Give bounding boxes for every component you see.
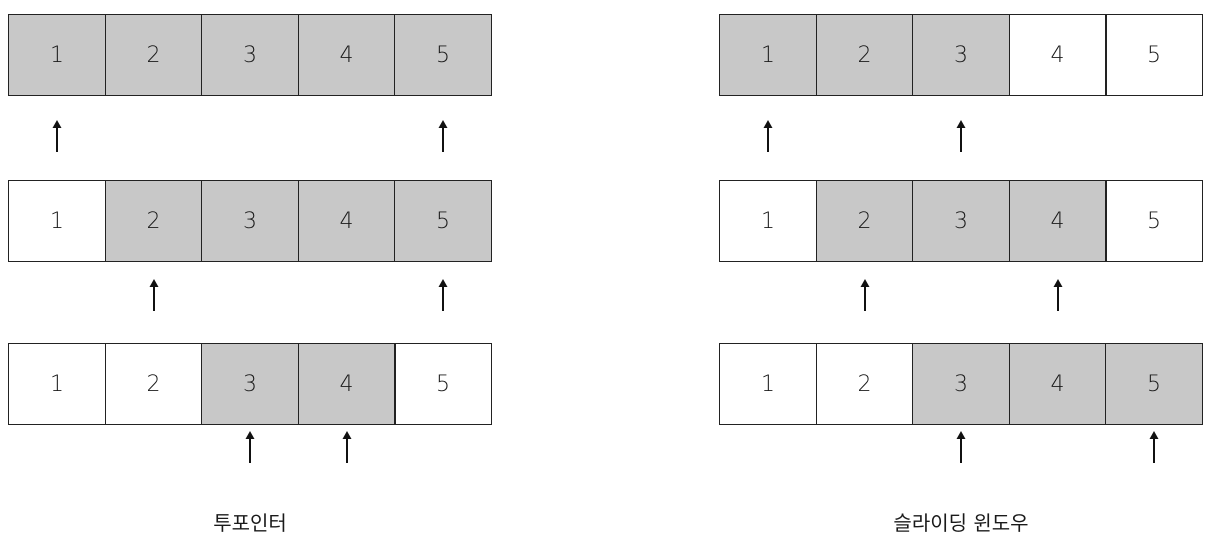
pointer-arrow-icon: [245, 431, 255, 463]
pointer-arrow-icon: [342, 431, 351, 463]
array-cell-active: 3: [201, 343, 299, 425]
array-cell-active: 4: [297, 343, 396, 425]
array-cell-active: 4: [297, 180, 396, 262]
array-cell-active: 5: [394, 180, 492, 262]
pointer-arrow-icon: [438, 279, 448, 311]
array-cell: 2: [104, 343, 203, 425]
pointer-arrow-icon: [1149, 431, 1159, 463]
array-cell-active: 1: [719, 14, 817, 96]
panel-caption: 투포인터: [213, 511, 287, 535]
array-cell-active: 2: [104, 14, 203, 96]
panel-caption: 슬라이딩 윈도우: [893, 511, 1029, 535]
array-cell: 5: [394, 343, 492, 425]
array-cell-active: 4: [1008, 343, 1107, 425]
pointer-arrow-icon: [438, 120, 448, 152]
array-cell-active: 4: [297, 14, 396, 96]
array-cell-active: 3: [912, 14, 1010, 96]
array-cell-active: 5: [394, 14, 492, 96]
array-cell-active: 3: [912, 343, 1010, 425]
array-cell-active: 2: [104, 180, 203, 262]
array-cell-active: 3: [201, 14, 299, 96]
array-cell: 1: [8, 343, 106, 425]
array-cell-active: 1: [8, 14, 106, 96]
array-cell: 5: [1105, 14, 1203, 96]
array-cell-active: 3: [912, 180, 1010, 262]
pointer-arrow-icon: [860, 279, 869, 311]
array-cell: 1: [719, 180, 817, 262]
array-cell-active: 4: [1008, 180, 1107, 262]
array-cell: 5: [1105, 180, 1203, 262]
pointer-arrow-icon: [1053, 279, 1062, 311]
array-cell-active: 3: [201, 180, 299, 262]
array-cell: 2: [815, 343, 914, 425]
pointer-arrow-icon: [763, 120, 773, 152]
array-cell: 4: [1008, 14, 1107, 96]
pointer-arrow-icon: [149, 279, 158, 311]
array-cell: 1: [719, 343, 817, 425]
pointer-arrow-icon: [956, 431, 966, 463]
pointer-arrow-icon: [956, 120, 966, 152]
array-cell-active: 2: [815, 14, 914, 96]
array-cell-active: 5: [1105, 343, 1203, 425]
array-cell-active: 2: [815, 180, 914, 262]
array-cell: 1: [8, 180, 106, 262]
pointer-arrow-icon: [52, 120, 62, 152]
